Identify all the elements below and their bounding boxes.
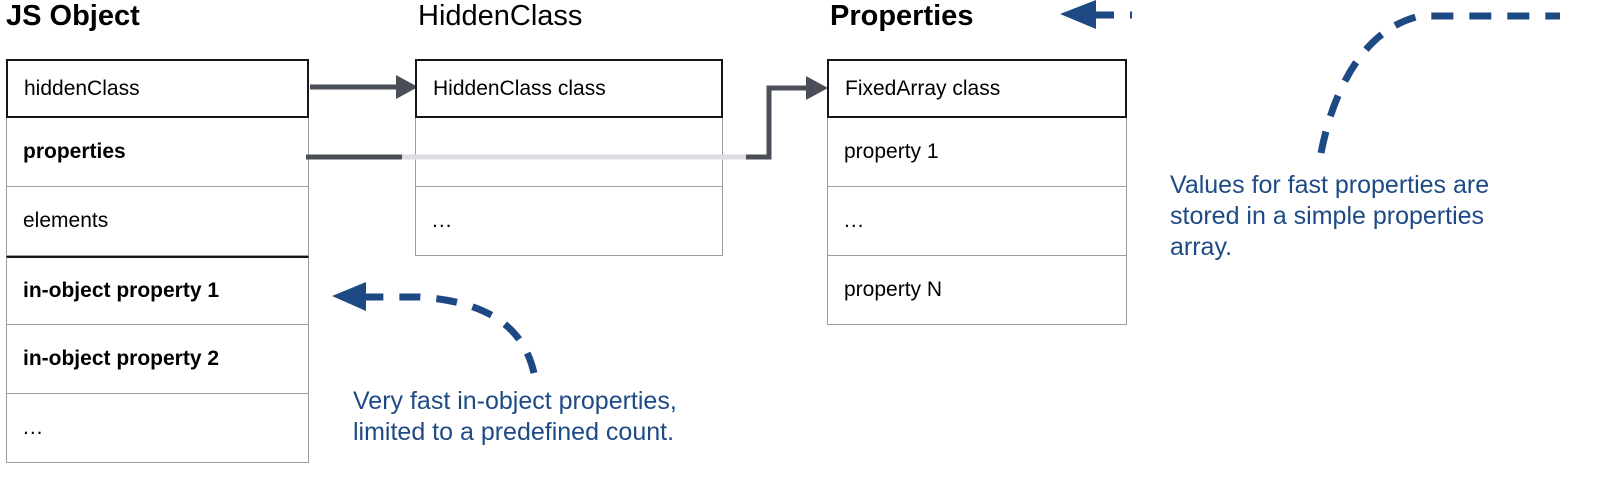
cell-label: property N <box>844 278 943 301</box>
cell-label: in-object property 2 <box>23 347 220 370</box>
cell-label: FixedArray class <box>845 76 1001 100</box>
table-row-hiddenclass[interactable]: hiddenClass <box>6 59 309 118</box>
table-row-properties[interactable]: properties <box>6 118 309 187</box>
cell-label: ... <box>23 416 44 439</box>
table-row-elements[interactable]: elements <box>6 187 309 256</box>
table-row-in-object-property-2[interactable]: in-object property 2 <box>6 325 309 394</box>
annotation-line: limited to a predefined count. <box>353 418 675 446</box>
hiddenclass-pointer-arrow <box>310 75 418 99</box>
cell-label: HiddenClass class <box>433 76 606 100</box>
in-object-note-arrow <box>332 282 538 374</box>
properties-note-arrow <box>1060 0 1560 154</box>
cell-label: hiddenClass <box>24 76 140 100</box>
cell-label: elements <box>23 209 109 232</box>
table-row-property-n[interactable]: property N <box>827 256 1127 325</box>
column-heading-hiddenclass: HiddenClass <box>418 0 583 32</box>
cell-label: property 1 <box>844 140 939 163</box>
annotation-properties-note: Values for fast properties are stored in… <box>1170 170 1489 263</box>
annotation-line: Values for fast properties are <box>1170 171 1490 199</box>
cell-label: properties <box>23 140 126 163</box>
table-row-ellipsis[interactable]: ... <box>415 118 723 187</box>
annotation-line: Very fast in-object properties, <box>353 387 677 415</box>
table-row-fixedarray-class[interactable]: FixedArray class <box>827 59 1127 118</box>
js-object-table: hiddenClass properties elements in-objec… <box>6 59 309 463</box>
cell-label: in-object property 1 <box>23 279 220 302</box>
cell-label: ... <box>844 209 865 232</box>
properties-table: FixedArray class property 1 ... property… <box>827 59 1127 325</box>
table-row-hiddenclass-class[interactable]: HiddenClass class <box>415 59 723 118</box>
table-row-ellipsis[interactable]: ... <box>415 187 723 256</box>
column-heading-properties: Properties <box>830 0 974 32</box>
annotation-in-object-note: Very fast in-object properties, limited … <box>353 386 677 448</box>
hiddenclass-table: HiddenClass class ... ... <box>415 59 723 256</box>
table-row-ellipsis[interactable]: ... <box>6 394 309 463</box>
annotation-line: array. <box>1170 233 1233 261</box>
annotation-line: stored in a simple properties <box>1170 202 1485 230</box>
table-row-in-object-property-1[interactable]: in-object property 1 <box>6 256 309 325</box>
table-row-property-1[interactable]: property 1 <box>827 118 1127 187</box>
table-row-ellipsis[interactable]: ... <box>827 187 1127 256</box>
cell-label: ... <box>432 209 453 232</box>
column-heading-js-object: JS Object <box>6 0 140 32</box>
cell-label: ... <box>432 140 453 163</box>
